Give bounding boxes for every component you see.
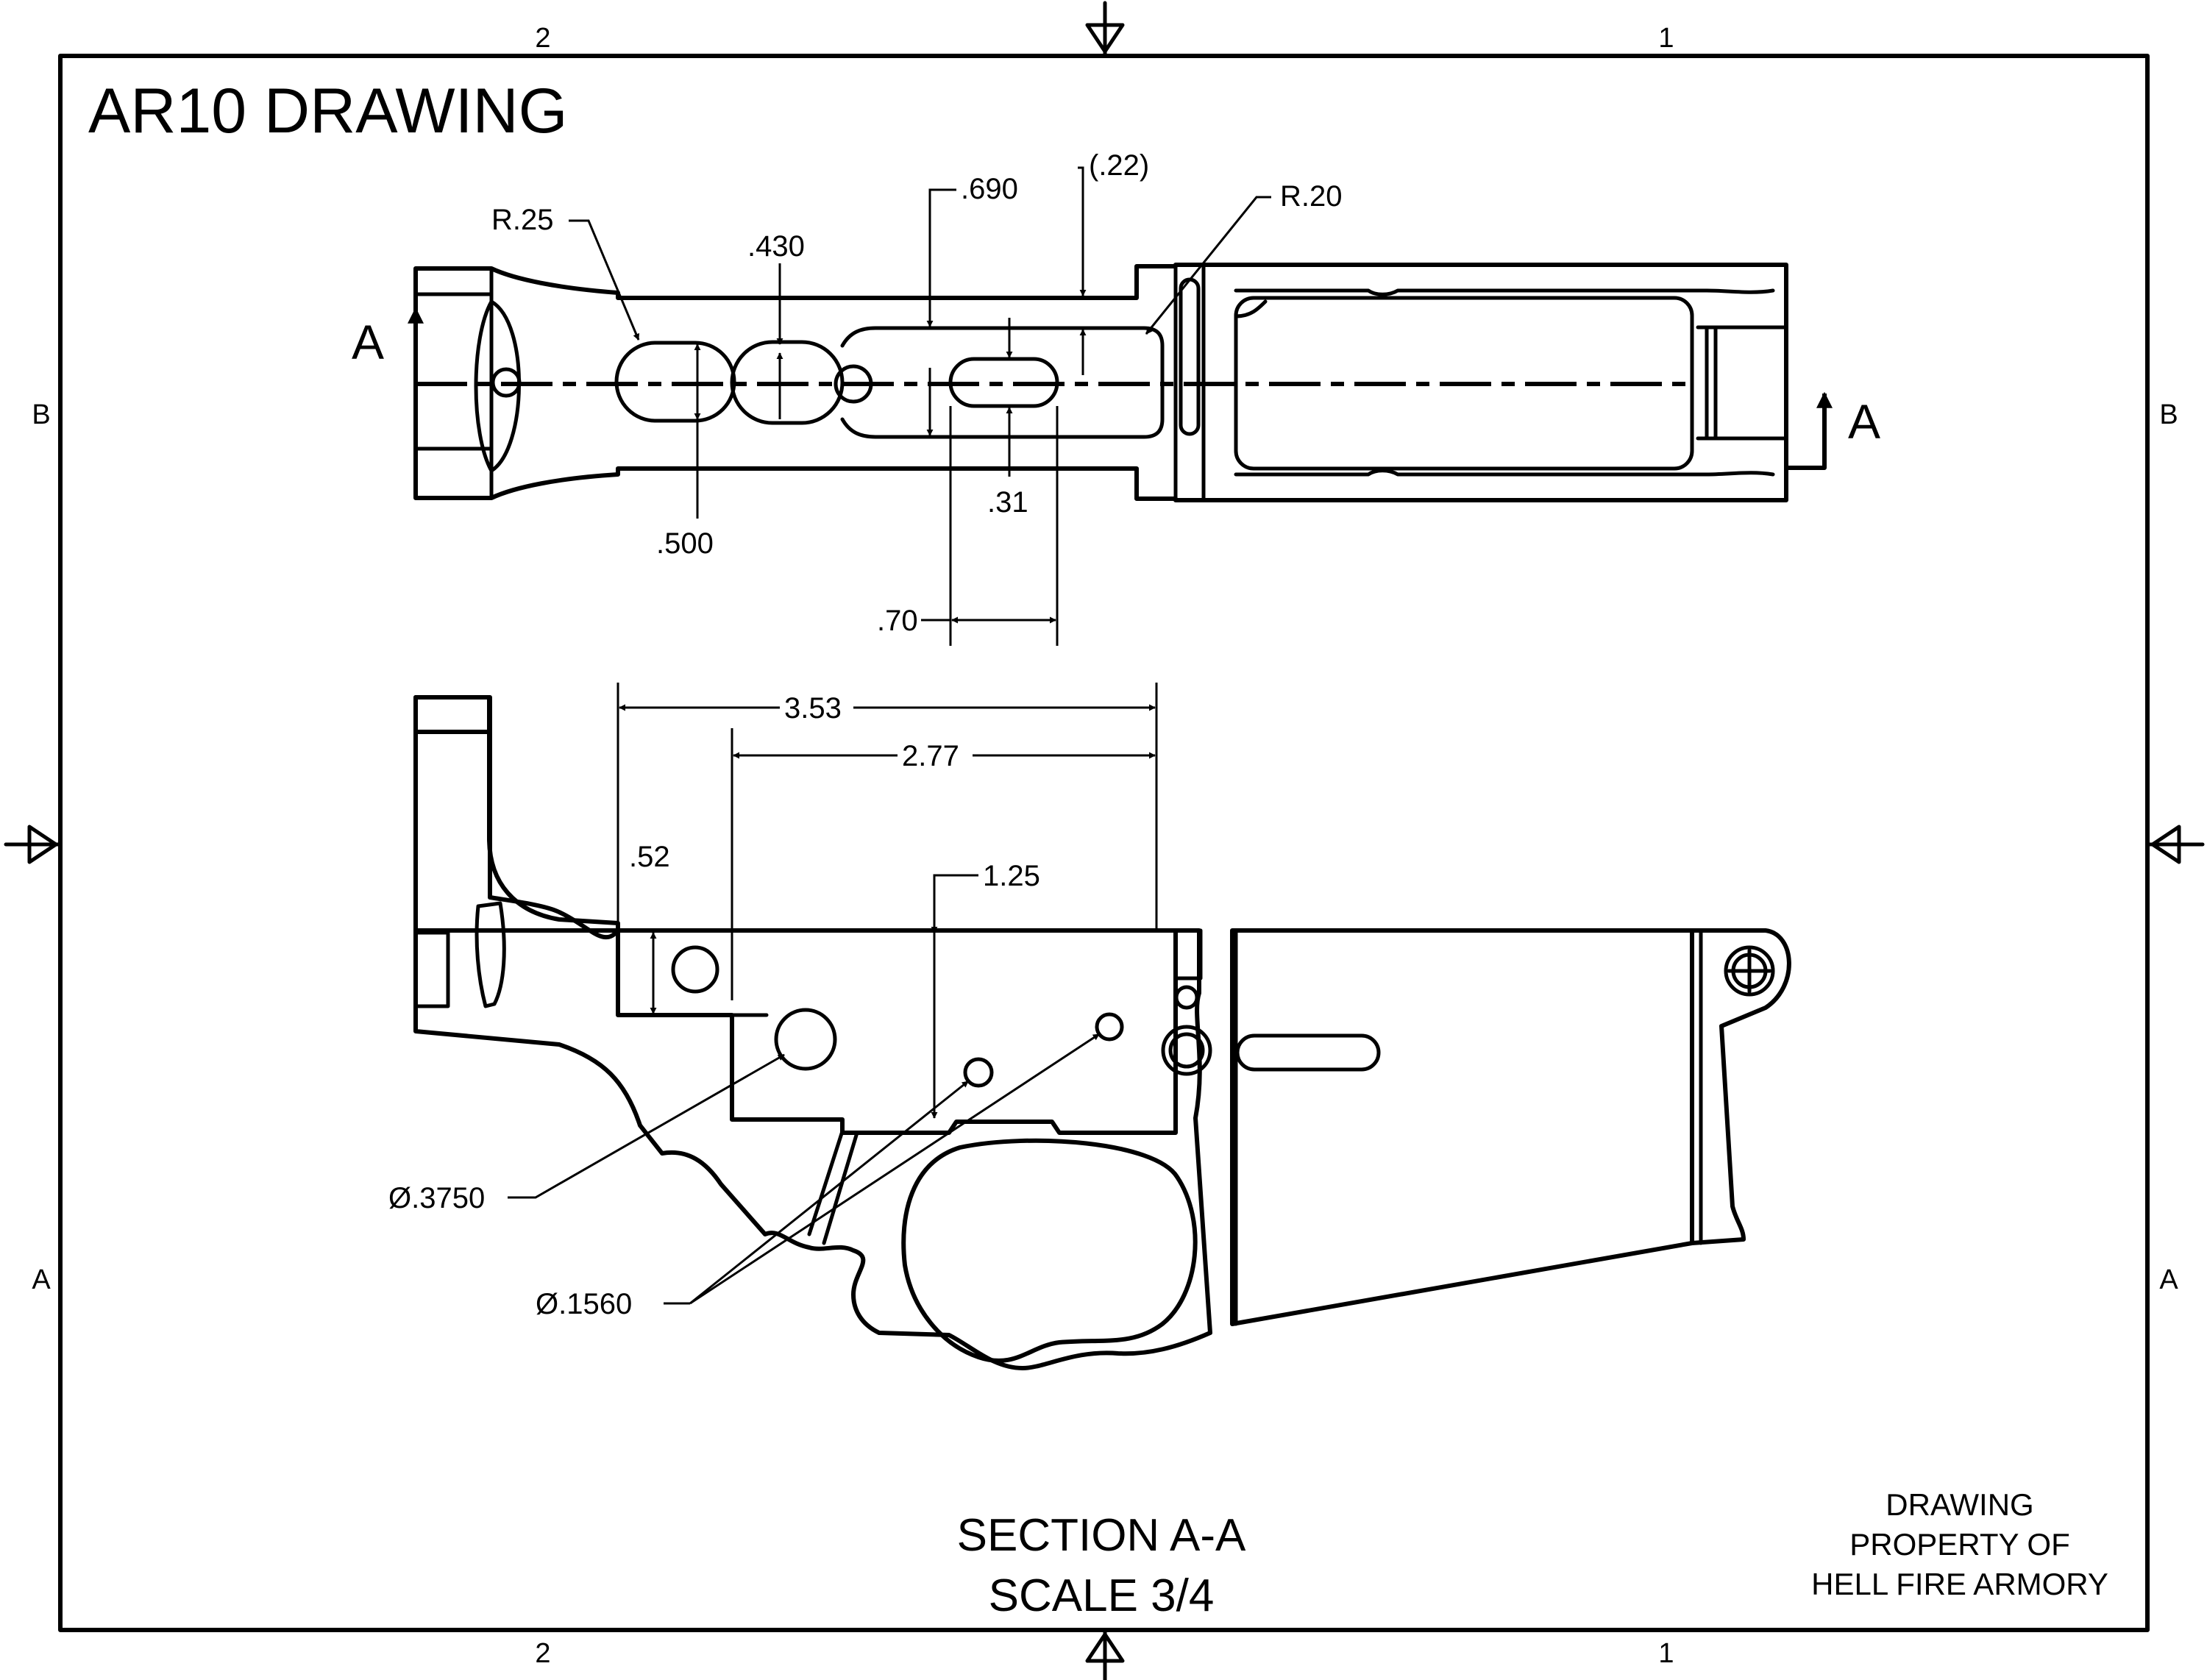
section-hatched-body xyxy=(413,695,1212,1370)
center-mark-bottom xyxy=(1085,1628,1125,1680)
scale-caption: SCALE 3/4 xyxy=(989,1570,1215,1621)
trigger-pin-hole xyxy=(1095,1012,1124,1042)
dim-690: .690 xyxy=(926,173,1018,436)
owner-line-3: HELL FIRE ARMORY xyxy=(1811,1567,2108,1601)
owner-line-1: DRAWING xyxy=(1886,1487,2033,1522)
top-view-outline xyxy=(413,263,1788,502)
owner-line-2: PROPERTY OF xyxy=(1849,1527,2070,1562)
takedown-pin xyxy=(671,945,719,994)
zone-label-left-a: A xyxy=(32,1264,51,1295)
section-marker-left: A xyxy=(352,315,384,369)
svg-text:.430: .430 xyxy=(747,230,805,263)
section-caption: SECTION A-A xyxy=(957,1510,1246,1561)
dim-dia-1560: Ø.1560 xyxy=(536,1033,1100,1320)
drawing-title: AR10 DRAWING xyxy=(88,76,567,146)
section-view: 3.53 2.77 .52 1.25 Ø.3750 Ø.1 xyxy=(388,683,1791,1370)
center-mark-right xyxy=(2145,825,2205,864)
dim-70: .70 xyxy=(877,406,1059,646)
svg-text:.31: .31 xyxy=(987,486,1028,519)
dim-r25: R.25 xyxy=(491,204,640,341)
center-mark-top xyxy=(1085,1,1125,58)
mag-catch-slot xyxy=(1235,1033,1381,1072)
center-mark-left xyxy=(4,825,63,864)
svg-text:.70: .70 xyxy=(877,605,918,637)
trigger-guard-opening xyxy=(901,1138,1198,1363)
dim-500: .500 xyxy=(656,344,714,560)
dim-22: (.22) xyxy=(1078,149,1149,375)
dim-430: .430 xyxy=(747,230,805,419)
zone-label-right-b: B xyxy=(2159,399,2178,430)
dim-125: 1.25 xyxy=(931,860,1040,1119)
dim-353: 3.53 xyxy=(616,683,1158,928)
dim-52: .52 xyxy=(629,841,670,1017)
svg-text:R.20: R.20 xyxy=(1280,180,1343,213)
hammer-pin-hole xyxy=(963,1057,994,1088)
svg-text:R.25: R.25 xyxy=(491,204,554,236)
svg-text:(.22): (.22) xyxy=(1089,149,1149,182)
svg-text:1.25: 1.25 xyxy=(983,860,1040,892)
dim-dia-3750: Ø.3750 xyxy=(388,1053,785,1214)
zone-label-bottom-2: 2 xyxy=(535,1638,550,1669)
zone-label-top-2: 2 xyxy=(535,23,550,54)
dim-277: 2.77 xyxy=(731,728,1156,1000)
dim-r20: R.20 xyxy=(1145,180,1343,335)
drawing-border xyxy=(58,54,2150,1632)
zone-label-left-b: B xyxy=(32,399,50,430)
svg-text:Ø.1560: Ø.1560 xyxy=(536,1288,632,1320)
svg-text:3.53: 3.53 xyxy=(784,692,842,725)
top-view: A A R.25 .430 .690 (.22) R.20 xyxy=(352,149,1880,646)
svg-text:.690: .690 xyxy=(961,173,1018,205)
buffer-retainer-hole xyxy=(774,1008,837,1071)
zone-label-bottom-1: 1 xyxy=(1658,1638,1674,1669)
front-pivot-outer xyxy=(1724,945,1775,997)
svg-text:2.77: 2.77 xyxy=(902,740,959,772)
dim-31: .31 xyxy=(987,318,1028,519)
svg-text:Ø.3750: Ø.3750 xyxy=(388,1182,485,1214)
svg-text:.500: .500 xyxy=(656,527,714,560)
section-marker-right: A xyxy=(1848,394,1880,449)
svg-text:.52: .52 xyxy=(629,841,670,873)
zone-label-right-a: A xyxy=(2159,1264,2178,1295)
zone-label-top-1: 1 xyxy=(1658,23,1674,54)
